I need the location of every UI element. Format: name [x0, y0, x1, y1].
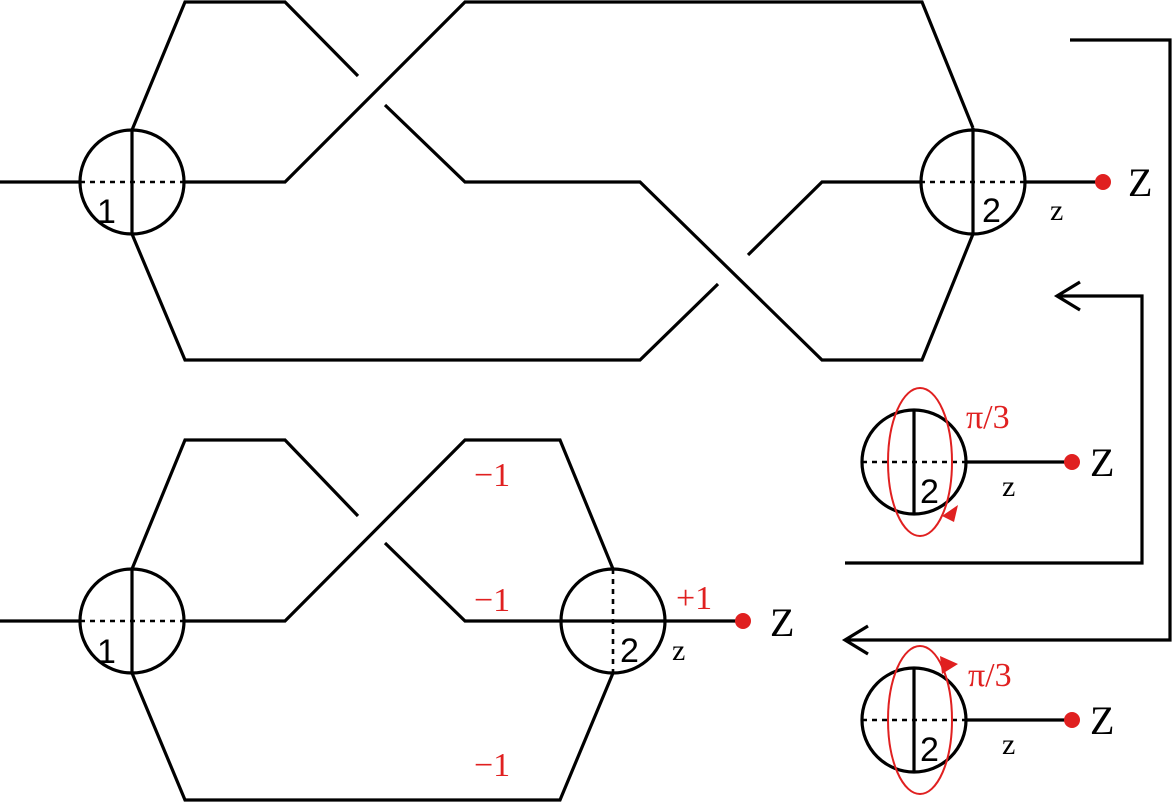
low-vertex-2-label: 2: [920, 731, 939, 769]
bottom-weight-middle: −1: [474, 582, 510, 619]
bottom-vertex-2-label: 2: [620, 632, 639, 670]
outer-arrow-path: [845, 38, 1172, 642]
top-z-upper-label: Z: [1128, 160, 1152, 205]
bottom-strand-d: [130, 672, 615, 802]
bottom-strand-b-over: [184, 438, 615, 623]
transition-arrows: [841, 38, 1172, 656]
mid-angle-label: π/3: [966, 399, 1010, 436]
mid-rotation-arrowhead: [942, 505, 958, 522]
outer-arrow-head: [841, 624, 869, 656]
mid-z-lower-label: z: [1002, 470, 1015, 503]
top-strand-b-over: [184, 0, 975, 184]
low-z-lower-label: z: [1002, 728, 1015, 761]
bottom-strand-a-under: [130, 438, 360, 570]
top-vertex-1-label: 1: [97, 193, 116, 231]
mid-vertex-2-label: 2: [920, 473, 939, 511]
top-vertex-2-label: 2: [982, 192, 1001, 230]
bottom-weight-z: +1: [676, 580, 712, 617]
bottom-strand-c: [383, 541, 562, 623]
top-z-lower-label: z: [1050, 194, 1063, 227]
mid-inset: 2 π/3 z Z: [860, 387, 1114, 537]
top-z-point: [1095, 174, 1111, 190]
bottom-z-lower-label: z: [672, 634, 685, 667]
bottom-weight-top: −1: [474, 457, 510, 494]
low-z-point: [1064, 712, 1080, 728]
top-strand-a-under: [130, 0, 360, 131]
top-strand-e: [746, 180, 920, 257]
bottom-vertex-1-label: 1: [97, 633, 116, 671]
low-rotation-arrowhead: [940, 656, 958, 674]
mid-rotation-ellipse: [887, 387, 953, 537]
bottom-diagram: 1 2 z Z −1 −1 −1 +1: [0, 438, 794, 802]
top-strand-c-over: [383, 103, 975, 362]
inner-arrow-path: [845, 294, 1144, 565]
low-inset: 2 π/3 z Z: [860, 645, 1114, 795]
mid-z-upper-label: Z: [1090, 440, 1114, 485]
top-strand-d-under: [130, 233, 720, 362]
low-z-upper-label: Z: [1090, 698, 1114, 743]
bottom-weight-bottom: −1: [474, 747, 510, 784]
bottom-z-point: [735, 613, 751, 629]
low-angle-label: π/3: [968, 657, 1012, 694]
inner-arrow-head: [1053, 280, 1081, 312]
bottom-z-upper-label: Z: [770, 600, 794, 645]
top-diagram: 1 2 z Z: [0, 0, 1152, 362]
low-rotation-ellipse: [887, 645, 953, 795]
mid-z-point: [1064, 454, 1080, 470]
